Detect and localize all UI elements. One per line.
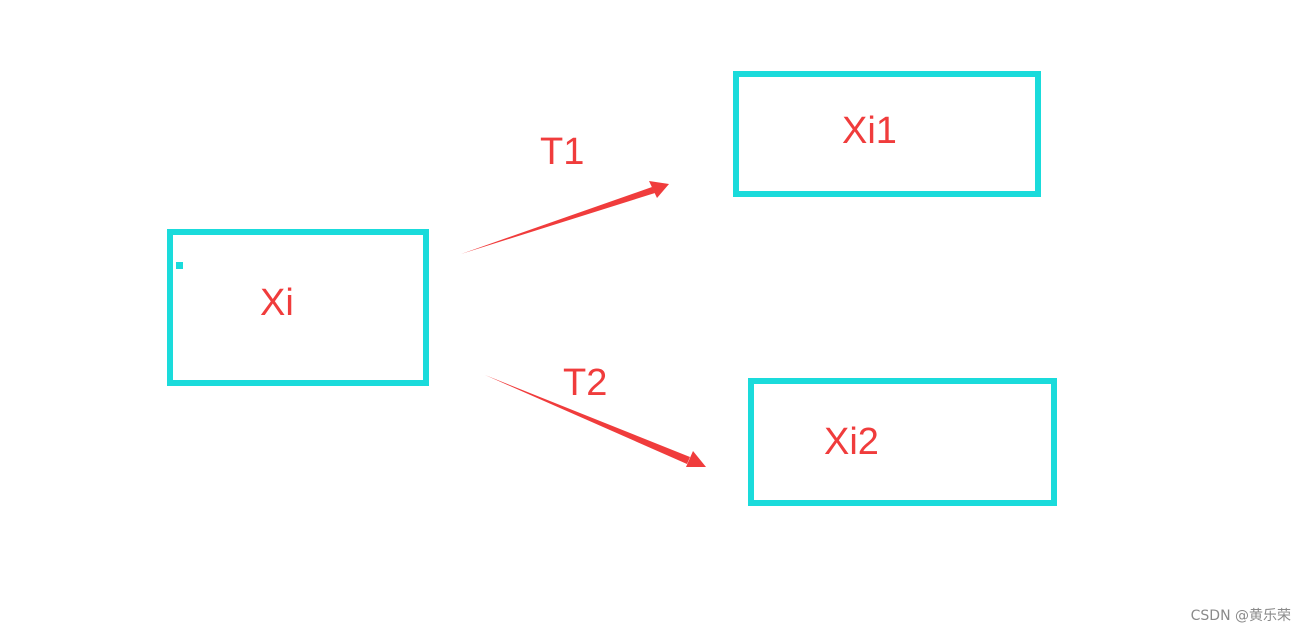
- edge-t2-label: T2: [563, 362, 608, 404]
- node-xi1: [733, 71, 1041, 197]
- node-xi: [167, 229, 429, 386]
- arrow-t2-head: [686, 451, 706, 467]
- node-xi-handle: [176, 262, 183, 269]
- watermark-text: CSDN @黄乐荣: [1190, 608, 1291, 624]
- node-xi2: [748, 378, 1057, 506]
- arrow-t1: [461, 181, 669, 254]
- arrow-t1-shaft: [461, 187, 655, 254]
- edge-t1-label: T1: [540, 131, 585, 173]
- arrow-t2-shaft: [485, 375, 690, 464]
- node-xi1-label: Xi1: [842, 110, 897, 152]
- node-xi-label: Xi: [260, 282, 294, 324]
- arrow-t1-head: [649, 181, 669, 198]
- node-xi2-label: Xi2: [824, 421, 879, 463]
- arrow-t2: [485, 375, 706, 467]
